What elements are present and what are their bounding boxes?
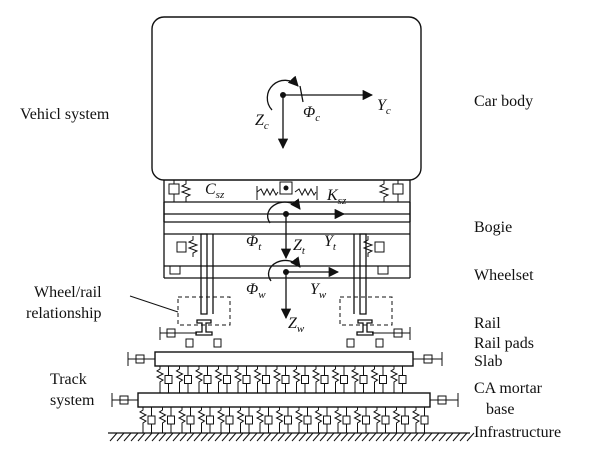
wheelset-assembly	[164, 233, 410, 320]
symbol-zc: Zc	[255, 112, 269, 132]
symbol-csz: Csz	[205, 181, 225, 201]
label-car-body: Car body	[474, 93, 533, 110]
label-base: base	[486, 401, 514, 418]
label-track-2: system	[50, 392, 95, 409]
symbol-phit: Φt	[246, 233, 262, 253]
label-track-1: Track	[50, 371, 87, 388]
symbol-yt: Yt	[324, 233, 337, 253]
primary-suspension	[163, 234, 411, 278]
label-infrastructure: Infrastructure	[474, 424, 561, 441]
wheel-rail-leader	[129, 295, 179, 313]
label-vehicle-system: Vehicl system	[20, 106, 110, 123]
slab-springs	[155, 366, 407, 393]
symbol-yc: Yc	[377, 97, 391, 117]
phic-pointer	[299, 85, 304, 103]
base-springs	[138, 407, 429, 433]
slab-layer	[127, 351, 443, 367]
symbol-zt: Zt	[293, 237, 306, 257]
label-wheel-rail-2: relationship	[26, 305, 102, 322]
car-body-box	[151, 16, 422, 181]
wheel-rail-box-left	[177, 296, 231, 326]
label-rail: Rail	[474, 315, 501, 332]
label-ca-mortar: CA mortar	[474, 380, 543, 397]
label-rail-pads: Rail pads	[474, 335, 534, 352]
car-body-dof	[266, 75, 374, 150]
label-bogie: Bogie	[474, 219, 512, 236]
phic-arrow	[266, 75, 299, 111]
symbol-ksz: Ksz	[326, 187, 347, 207]
symbol-phic: Φc	[303, 104, 320, 124]
label-wheelset: Wheelset	[474, 267, 534, 284]
symbol-phiw: Φw	[246, 281, 266, 301]
symbol-yw: Yw	[310, 281, 327, 301]
rails	[159, 319, 411, 348]
label-wheel-rail-1: Wheel/rail	[34, 284, 102, 301]
wheel-rail-box-right	[339, 296, 393, 326]
base-layer	[111, 392, 459, 408]
infrastructure-ground	[108, 432, 475, 442]
symbol-zw: Zw	[288, 315, 305, 335]
label-slab: Slab	[474, 353, 502, 370]
